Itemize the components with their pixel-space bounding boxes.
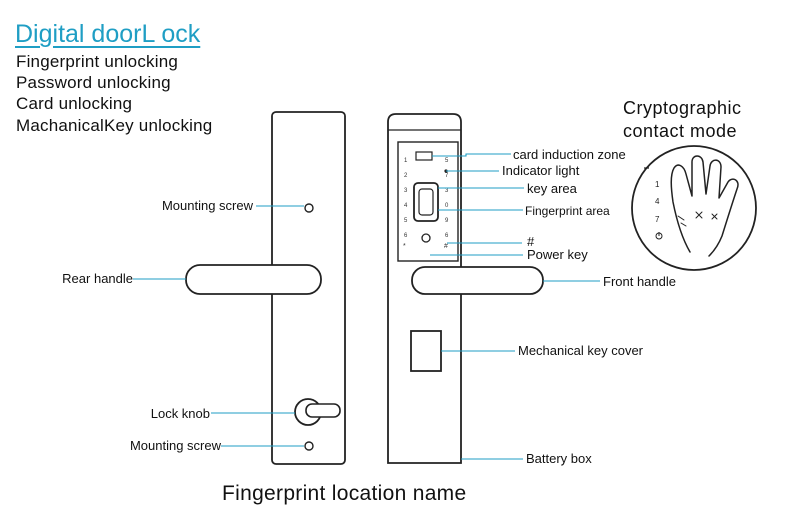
front-handle bbox=[411, 266, 544, 295]
feature-card: Card unlocking bbox=[16, 94, 133, 113]
mounting-screw-bottom bbox=[304, 441, 314, 451]
keypad-left-key: 3 bbox=[404, 188, 408, 194]
cryptographic-mode-line1: Cryptographic bbox=[623, 98, 742, 118]
card-induction-zone bbox=[415, 151, 433, 161]
label-lock-knob: Lock knob bbox=[151, 406, 210, 421]
feature-fingerprint: Fingerprint unlocking bbox=[16, 52, 179, 71]
inset-key: 4 bbox=[655, 197, 660, 206]
label-hash-key: # bbox=[527, 234, 535, 249]
inset-key: 7 bbox=[655, 215, 660, 224]
keypad-right-key: 6 bbox=[445, 233, 449, 239]
diagram-title: Digital doorL ock bbox=[15, 20, 201, 48]
diagram-caption: Fingerprint location name bbox=[222, 482, 467, 505]
label-card-induction-zone: card induction zone bbox=[513, 147, 626, 162]
label-key-area: key area bbox=[527, 181, 578, 196]
fingerprint-sensor bbox=[413, 182, 439, 222]
feature-password: Password unlocking bbox=[16, 73, 171, 92]
keypad-hash-key: # bbox=[444, 243, 448, 250]
leader-lines bbox=[133, 153, 600, 460]
label-battery-box: Battery box bbox=[526, 451, 592, 466]
label-fingerprint-area: Fingerprint area bbox=[525, 204, 610, 218]
cryptographic-contact-inset: 1 4 7 bbox=[631, 145, 757, 271]
label-mounting-screw-bottom: Mounting screw bbox=[130, 438, 222, 453]
front-panel: 1 2 3 4 5 6 5 7 3 0 9 6 * # bbox=[387, 113, 544, 464]
keypad-left-key: 2 bbox=[404, 173, 408, 179]
mechanical-key-cover bbox=[410, 330, 442, 372]
feature-mechanical-key: MachanicalKey unlocking bbox=[16, 116, 213, 135]
rear-handle bbox=[185, 264, 322, 295]
label-mounting-screw-top: Mounting screw bbox=[162, 198, 254, 213]
rear-panel bbox=[185, 111, 346, 465]
keypad-right-key: 5 bbox=[445, 158, 449, 164]
cryptographic-mode-line2: contact mode bbox=[623, 121, 738, 141]
label-front-handle: Front handle bbox=[603, 274, 676, 289]
keypad-right-key: 3 bbox=[445, 188, 449, 194]
keypad-right-key: 7 bbox=[445, 173, 449, 179]
mounting-screw-top bbox=[304, 203, 314, 213]
keypad-star-key: * bbox=[403, 243, 406, 250]
inset-key: 1 bbox=[655, 180, 660, 189]
hand-icon bbox=[670, 155, 739, 257]
keypad-right-key: 9 bbox=[445, 218, 449, 224]
power-key bbox=[421, 233, 431, 243]
keypad-left-key: 4 bbox=[404, 203, 408, 209]
keypad-right-key: 0 bbox=[445, 203, 449, 209]
keypad-left-key: 1 bbox=[404, 158, 408, 164]
keypad-left-key: 6 bbox=[404, 233, 408, 239]
label-rear-handle: Rear handle bbox=[62, 271, 133, 286]
keypad-left-key: 5 bbox=[404, 218, 408, 224]
label-indicator-light: Indicator light bbox=[502, 163, 580, 178]
lock-knob bbox=[294, 398, 341, 426]
label-power-key: Power key bbox=[527, 247, 588, 262]
label-mechanical-key-cover: Mechanical key cover bbox=[518, 343, 644, 358]
